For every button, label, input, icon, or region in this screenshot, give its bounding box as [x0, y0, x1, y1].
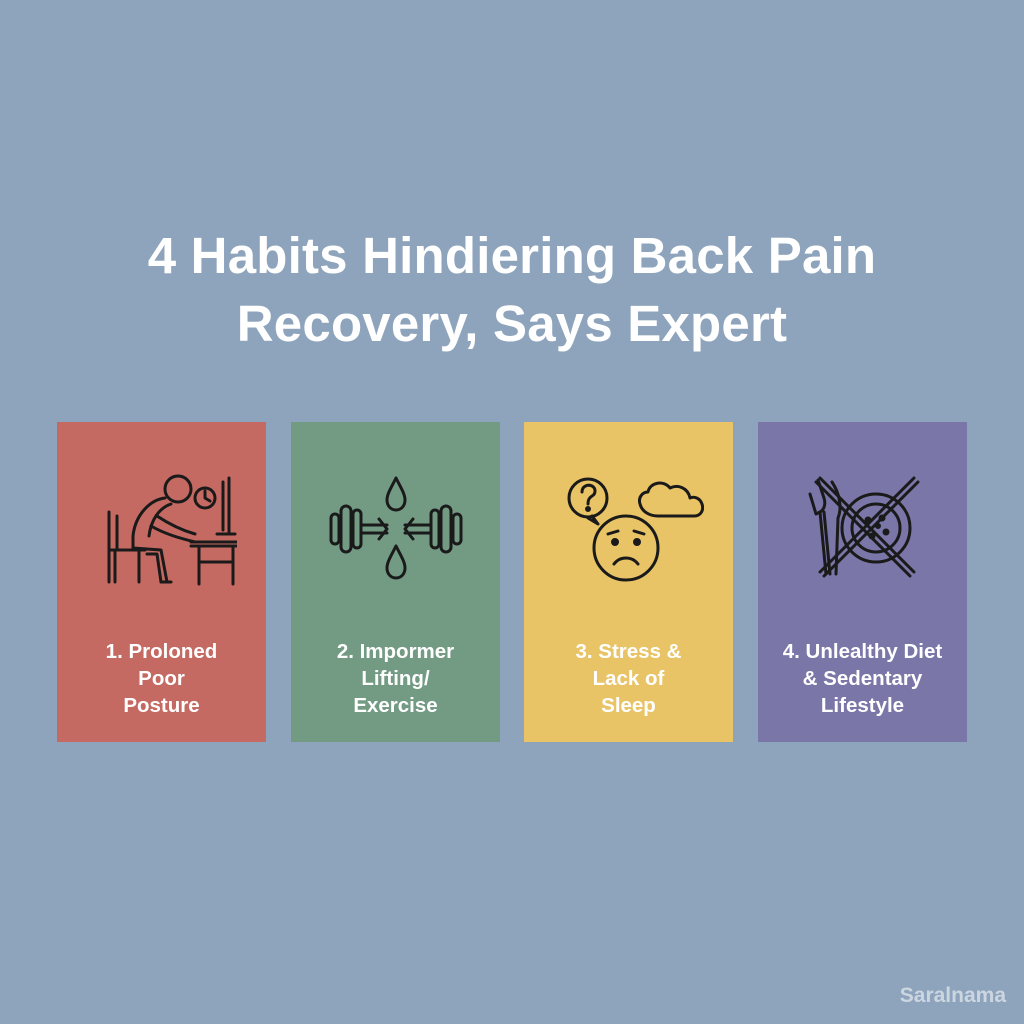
- habit-cards: 1. Proloned Poor Posture: [57, 422, 967, 742]
- crossed-out-plate-and-cutlery-icon: [758, 464, 967, 594]
- habit-card-posture: 1. Proloned Poor Posture: [57, 422, 266, 742]
- person-slouching-at-desk-icon: [57, 464, 266, 594]
- page-title: 4 Habits Hindiering Back Pain Recovery, …: [0, 222, 1024, 358]
- title-line-1: 4 Habits Hindiering Back Pain: [147, 227, 877, 284]
- sad-face-with-question-cloud-icon: [524, 464, 733, 594]
- habit-card-lifting: 2. Impormer Lifting/ Exercise: [291, 422, 500, 742]
- habit-label-lifting: 2. Impormer Lifting/ Exercise: [336, 640, 455, 717]
- habit-label-posture: 1. Proloned Poor Posture: [105, 640, 218, 717]
- habit-card-stress: 3. Stress & Lack of Sleep: [524, 422, 733, 742]
- habit-card-diet: 4. Unlealthy Diet & Sedentary Lifestyle: [758, 422, 967, 742]
- dumbbell-with-sweat-drops-icon: [291, 464, 500, 594]
- habit-label-diet: 4. Unlealthy Diet & Sedentary Lifestyle: [782, 640, 943, 717]
- habit-label-stress: 3. Stress & Lack of Sleep: [575, 640, 682, 717]
- title-line-2: Recovery, Says Expert: [236, 295, 788, 352]
- brand-watermark: Saralnama: [899, 984, 1006, 1007]
